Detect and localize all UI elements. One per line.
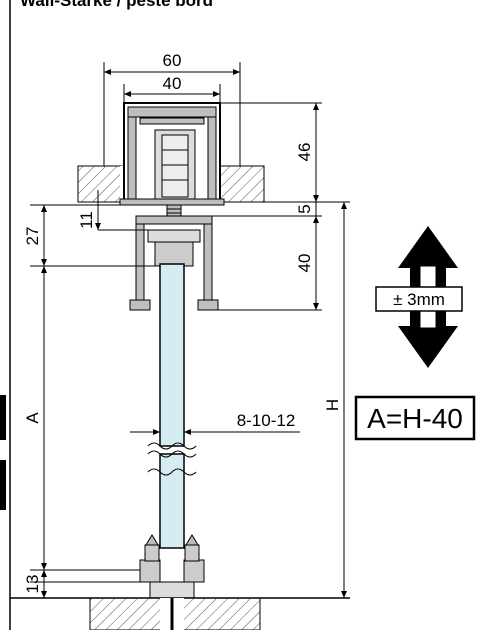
dim-5-label: 5 — [295, 204, 314, 213]
adjust-label-box — [375, 286, 463, 312]
top-track-profile — [119, 102, 225, 206]
side-marker-bottom — [0, 460, 6, 510]
dim-glass-label: 8-10-12 — [237, 411, 296, 430]
floor-guide — [139, 534, 205, 630]
floor-slab — [10, 597, 350, 630]
formula-box — [354, 395, 476, 441]
extension-lines — [30, 62, 350, 583]
dim-11-label: 11 — [77, 211, 96, 229]
glass-panel — [147, 263, 197, 549]
adjust-label: ± 3mm — [393, 290, 445, 309]
dim-13-label: 13 — [23, 575, 42, 594]
dim-46-label: 46 — [295, 143, 314, 162]
dim-A-label: A — [23, 412, 42, 424]
dim-40-carrier-label: 40 — [295, 254, 314, 273]
dim-H-label: H — [323, 399, 342, 411]
side-marker-top — [0, 395, 6, 440]
dim-40-top-label: 40 — [163, 74, 182, 93]
dim-60-label: 60 — [163, 51, 182, 70]
caption-text: Wall-Stärke / peste bord — [20, 0, 213, 10]
formula-text: A=H-40 — [367, 403, 463, 434]
dim-27-label: 27 — [23, 227, 42, 246]
glass-clamp-profile — [129, 215, 219, 311]
